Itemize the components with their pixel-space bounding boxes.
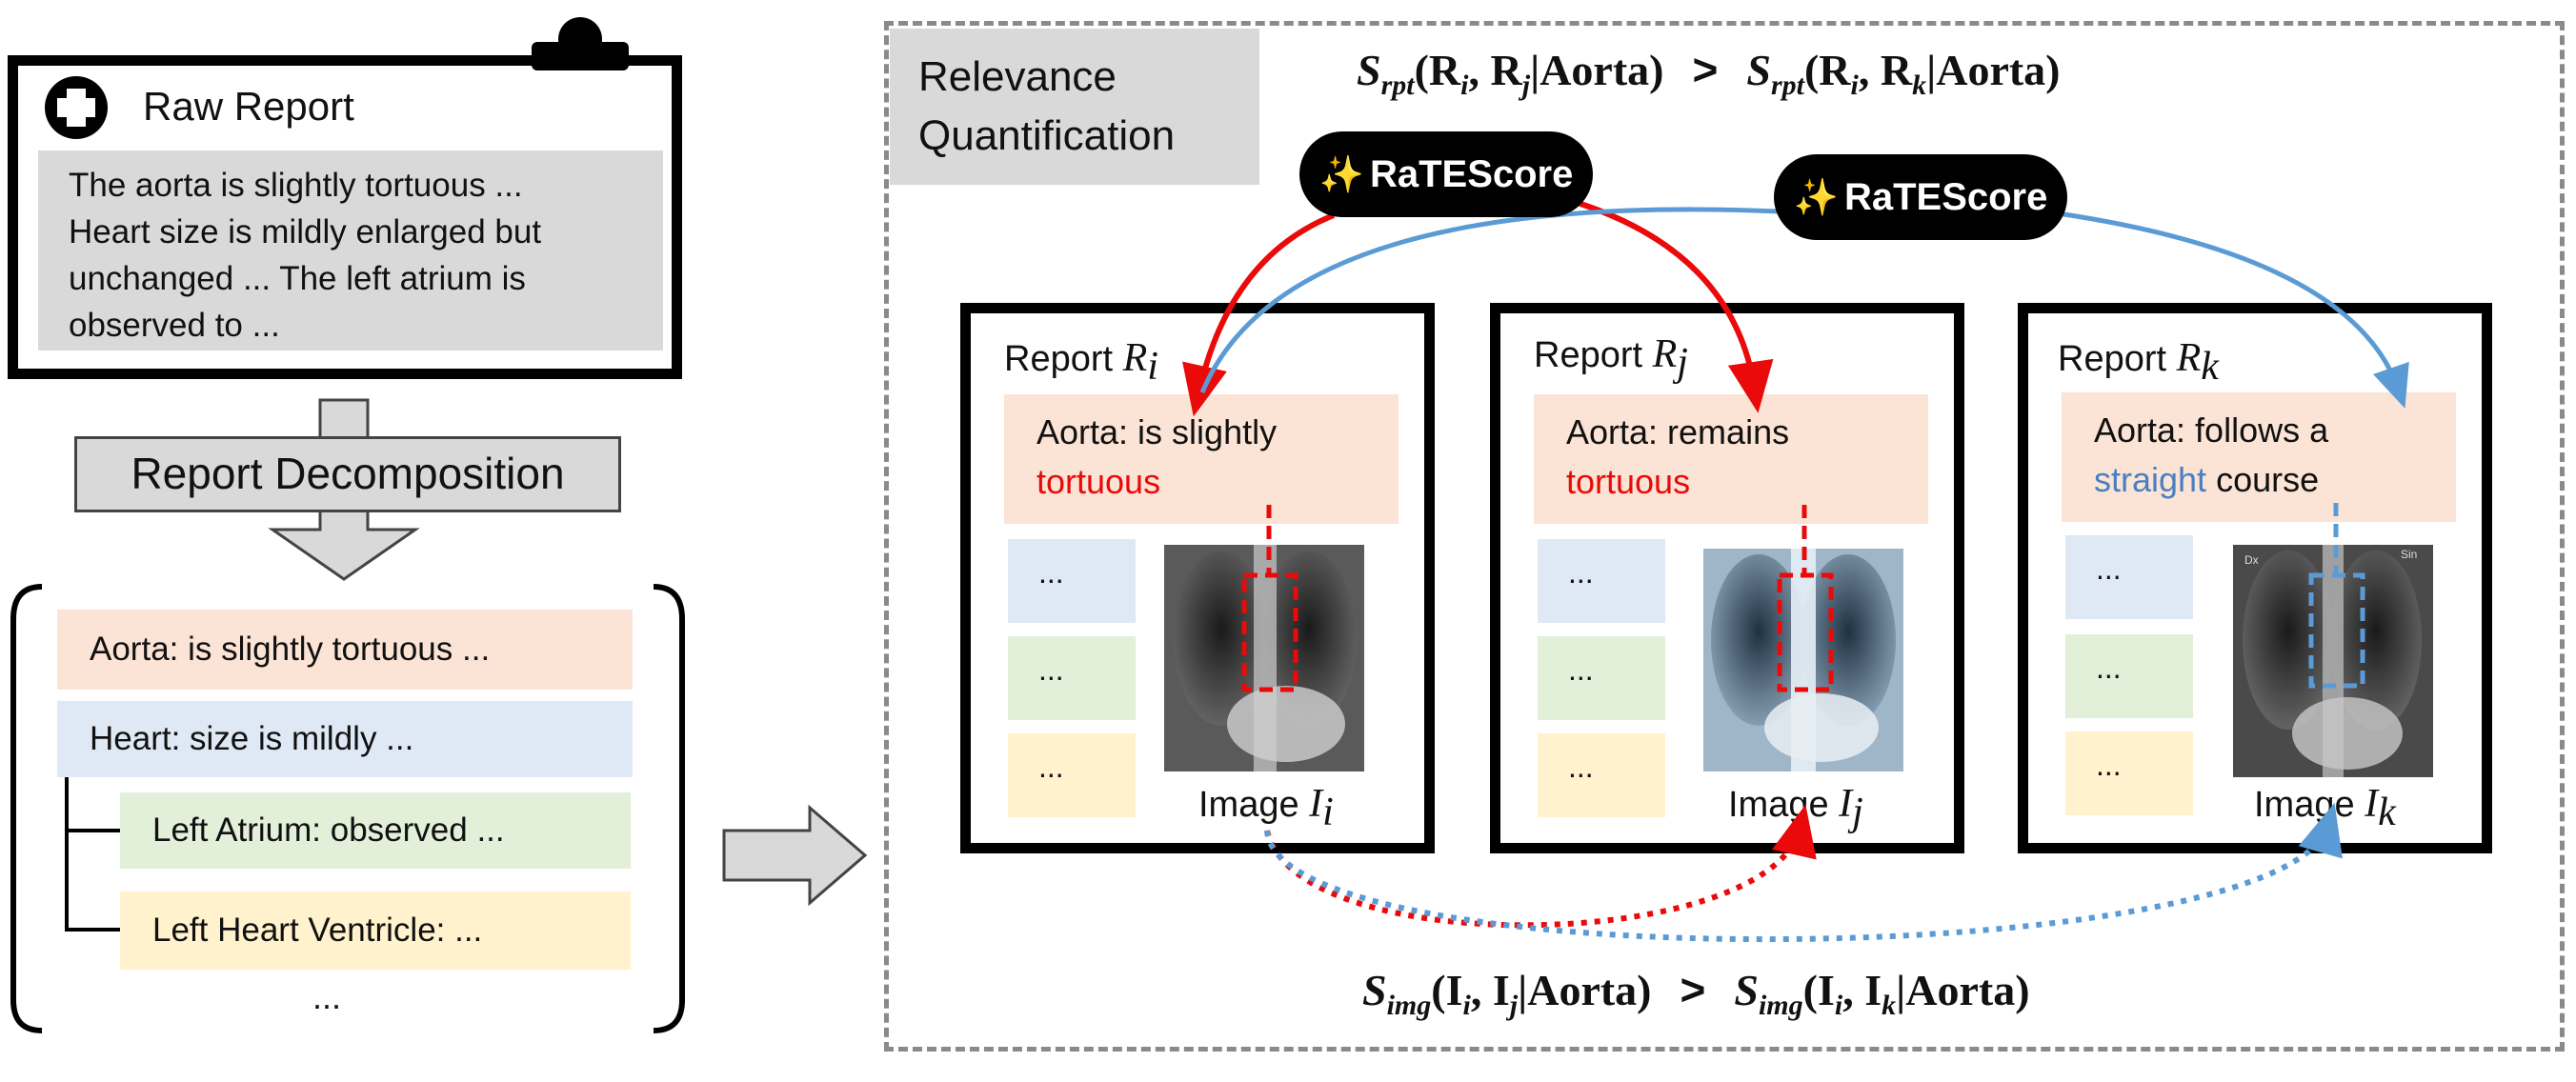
raw-report-line: The aorta is slightly tortuous ... (69, 167, 523, 204)
right-bracket (653, 584, 685, 1033)
aorta-region-j (1777, 505, 1834, 692)
mini-item-blue: ... (1538, 539, 1665, 623)
xray-image-j (1703, 549, 1903, 771)
relevance-quantification-label: Relevance Quantification (890, 29, 1259, 185)
xray-image-k: Dx Sin (2233, 545, 2433, 777)
aorta-region-i (1241, 505, 1298, 692)
decomp-ellipsis: ... (312, 977, 342, 1016)
rq-label-line1: Relevance (918, 53, 1117, 100)
mini-item-green: ... (2065, 634, 2193, 718)
sparkle-icon: ✨ (1318, 155, 1364, 195)
relevance-quantification-frame (884, 21, 2565, 1052)
mini-item-yellow: ... (1008, 733, 1136, 817)
mini-item-blue: ... (2065, 535, 2193, 619)
raw-report-line: Heart size is mildly enlarged but (69, 213, 542, 250)
xray-image-i (1164, 545, 1364, 771)
tree-connector (65, 777, 120, 932)
raw-report-text: The aorta is slightly tortuous ... Heart… (38, 150, 663, 351)
report-title-k: Report Rk (2058, 336, 2219, 389)
report-title-j: Report Rj (1534, 332, 1688, 385)
medical-cross-icon (45, 76, 108, 139)
image-similarity-arrow-i-k (1264, 802, 2343, 942)
decomp-item-aorta: Aorta: is slightly tortuous ... (57, 610, 633, 690)
xray-marker-sin: Sin (2401, 548, 2417, 561)
left-bracket (10, 584, 43, 1033)
image-caption-i: Image Ii (1198, 782, 1334, 834)
ratescore-arrow-to-report-i (1182, 212, 1336, 417)
raw-report-title: Raw Report (143, 84, 354, 129)
mini-item-yellow: ... (2065, 731, 2193, 815)
ratescore-arrow-to-report-k (2057, 210, 2409, 409)
image-similarity-formula: Simg(Ii, Ij|Aorta)>Simg(Ii, Ik|Aorta) (1362, 965, 2030, 1022)
decomp-item-left-ventricle: Left Heart Ventricle: ... (120, 892, 631, 970)
decomp-arrow-head (268, 509, 420, 581)
raw-report-line: unchanged ... The left atrium is (69, 260, 526, 297)
image-similarity-arrow-i-j (1264, 804, 1817, 929)
clipboard-clip-base (532, 42, 629, 70)
sparkle-icon: ✨ (1793, 178, 1839, 218)
flow-arrow-right (722, 804, 868, 907)
mini-item-green: ... (1538, 636, 1665, 720)
mini-item-green: ... (1008, 636, 1136, 720)
decomp-item-left-atrium: Left Atrium: observed ... (120, 792, 631, 869)
ratescore-pill-2: ✨RaTEScore (1774, 154, 2067, 240)
ratescore-pill-1: ✨RaTEScore (1299, 131, 1593, 217)
decomp-item-heart: Heart: size is mildly ... (57, 701, 633, 777)
mini-item-yellow: ... (1538, 733, 1665, 817)
aorta-region-k (2308, 503, 2365, 689)
rq-label-line2: Quantification (918, 112, 1176, 159)
report-title-i: Report Ri (1004, 336, 1158, 389)
ratescore-arrow-blue-to-report-i (1199, 207, 1781, 393)
report-decomposition-label: Report Decomposition (74, 436, 621, 512)
decomp-arrow-top-stem (318, 398, 370, 440)
ratescore-arrow-to-report-j (1561, 195, 1774, 413)
xray-marker-dx: Dx (2244, 553, 2259, 567)
report-similarity-formula: Srpt(Ri, Rj|Aorta)>Srpt(Ri, Rk|Aorta) (1357, 45, 2061, 102)
mini-item-blue: ... (1008, 539, 1136, 623)
raw-report-line: observed to ... (69, 307, 280, 344)
